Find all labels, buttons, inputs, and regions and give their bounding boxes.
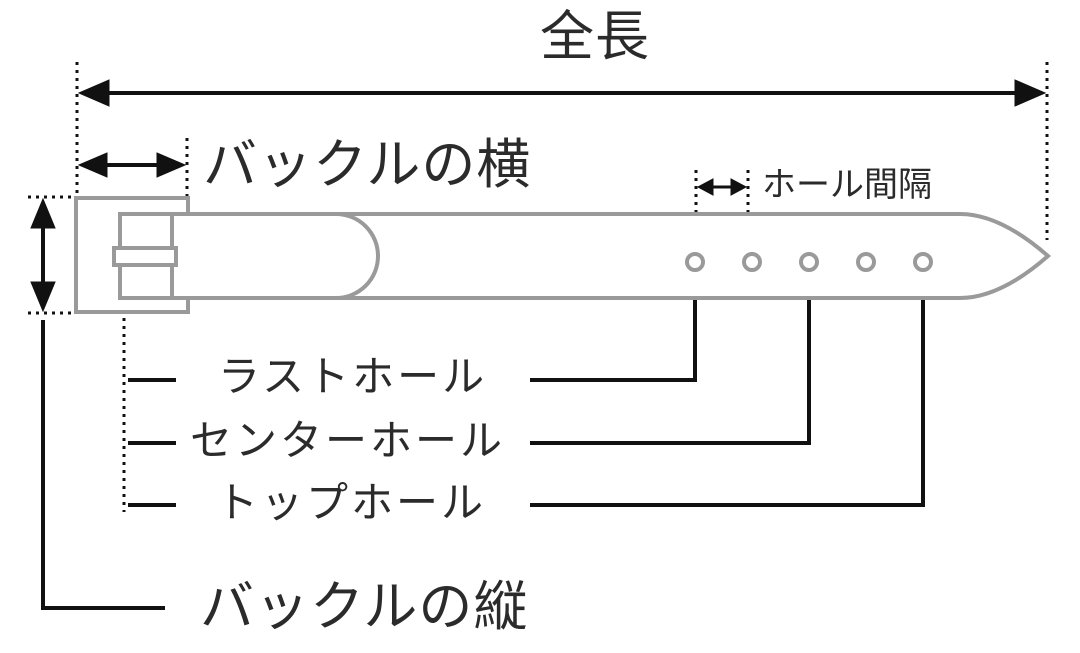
hole-spacing-label: ホール間隔 [762,165,932,205]
hole-2 [742,252,762,272]
top-hole-leader [530,300,925,507]
leader-lines [41,300,925,610]
arrowhead-right [730,178,748,196]
arrowhead-left [696,178,714,196]
buckle-bar [112,246,178,267]
total-length-arrow [77,79,1047,107]
arrowhead-right [1014,79,1047,107]
arrowhead-right [156,152,187,178]
top-hole-label: トップホール [216,478,487,527]
center-hole-leader [530,300,811,445]
center-hole-label: センターホール [190,416,506,465]
buckle-height-leader [41,320,165,610]
hole-spacing-arrow [696,178,748,196]
buckle-height-label: バックルの縦 [200,575,529,638]
hole-4 [856,252,876,272]
total-length-label: 全長 [540,5,650,68]
hole-last [685,252,705,272]
arrowhead-left [77,152,108,178]
hole-top [913,252,933,272]
buckle-width-arrow [77,152,187,178]
belt-end-loop [118,212,380,300]
last-hole-leader [530,300,697,382]
extension-lines [28,62,1049,512]
arrowhead-left [77,79,110,107]
buckle-width-label: バックルの横 [203,133,532,196]
belt-strap [188,212,1052,300]
belt-holes [685,252,933,272]
arrowhead-top [30,197,56,229]
hole-center [799,252,819,272]
last-hole-label: ラストホール [218,352,488,401]
buckle-height-arrow [30,197,56,313]
arrowhead-bottom [30,281,56,313]
